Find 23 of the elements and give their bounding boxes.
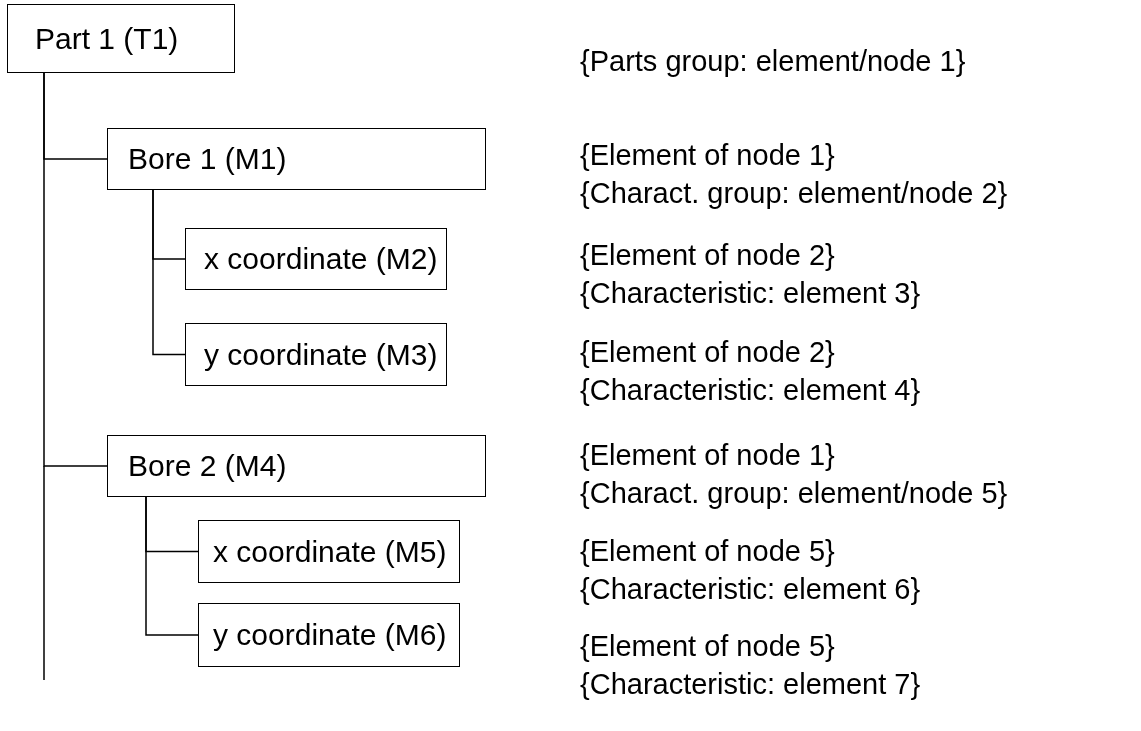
tree-node-box: Bore 2 (M4)	[107, 435, 486, 497]
node-annotation: {Element of node 2}	[580, 238, 835, 273]
tree-connector	[43, 72, 108, 467]
group-annotation: {Parts group: element/node 1}	[580, 44, 966, 79]
node-annotation: {Charact. group: element/node 2}	[580, 176, 1008, 211]
tree-node-box: x coordinate (M5)	[198, 520, 460, 583]
node-annotation: {Element of node 1}	[580, 438, 835, 473]
node-annotation: {Element of node 1}	[580, 138, 835, 173]
node-annotation: {Element of node 2}	[580, 335, 835, 370]
tree-node-box: Part 1 (T1)	[7, 4, 235, 73]
tree-connector	[152, 189, 186, 356]
node-annotation: {Element of node 5}	[580, 534, 835, 569]
node-annotation: {Characteristic: element 3}	[580, 276, 921, 311]
node-annotation: {Characteristic: element 7}	[580, 667, 921, 702]
node-annotation: {Charact. group: element/node 5}	[580, 476, 1008, 511]
tree-node-box: Bore 1 (M1)	[107, 128, 486, 190]
node-annotation: {Element of node 5}	[580, 629, 835, 664]
node-annotation: {Characteristic: element 6}	[580, 572, 921, 607]
tree-node-box: y coordinate (M3)	[185, 323, 447, 386]
node-annotation: {Characteristic: element 4}	[580, 373, 921, 408]
tree-connector	[145, 496, 199, 636]
tree-node-box: y coordinate (M6)	[198, 603, 460, 667]
tree-node-box: x coordinate (M2)	[185, 228, 447, 290]
